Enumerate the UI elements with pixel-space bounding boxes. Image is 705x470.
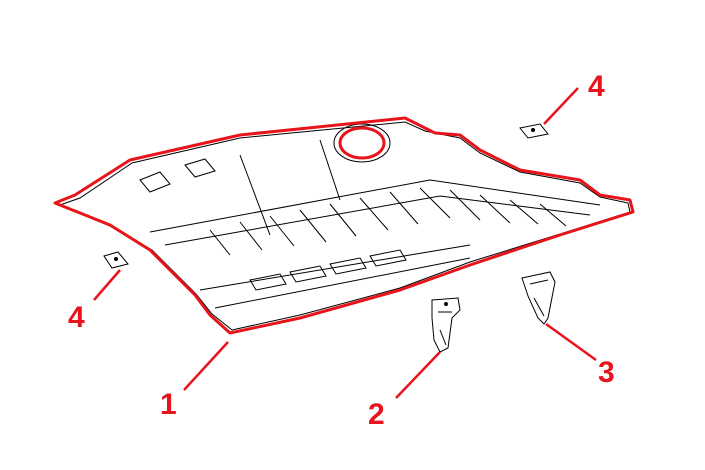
floor-panel-part [53, 116, 635, 335]
clip-part-4-upper [519, 123, 549, 139]
callout-3: 3 [598, 356, 615, 389]
callout-2: 2 [368, 398, 385, 431]
bracket-part-3 [521, 271, 556, 325]
bracket-part-2 [431, 297, 461, 353]
callout-4-left: 4 [68, 301, 85, 334]
leader-line-4-upper [543, 87, 579, 125]
spare-wheel-well [338, 126, 386, 160]
leader-line-2 [395, 351, 441, 399]
floor-ribs [139, 139, 567, 291]
leader-line-3 [545, 322, 597, 362]
floor-panel-outline [53, 116, 635, 335]
leader-line-1 [183, 341, 229, 391]
clip-part-4-left [103, 251, 129, 269]
leader-line-4-left [93, 269, 121, 301]
callout-4-upper: 4 [588, 70, 605, 103]
callout-1: 1 [160, 388, 177, 421]
